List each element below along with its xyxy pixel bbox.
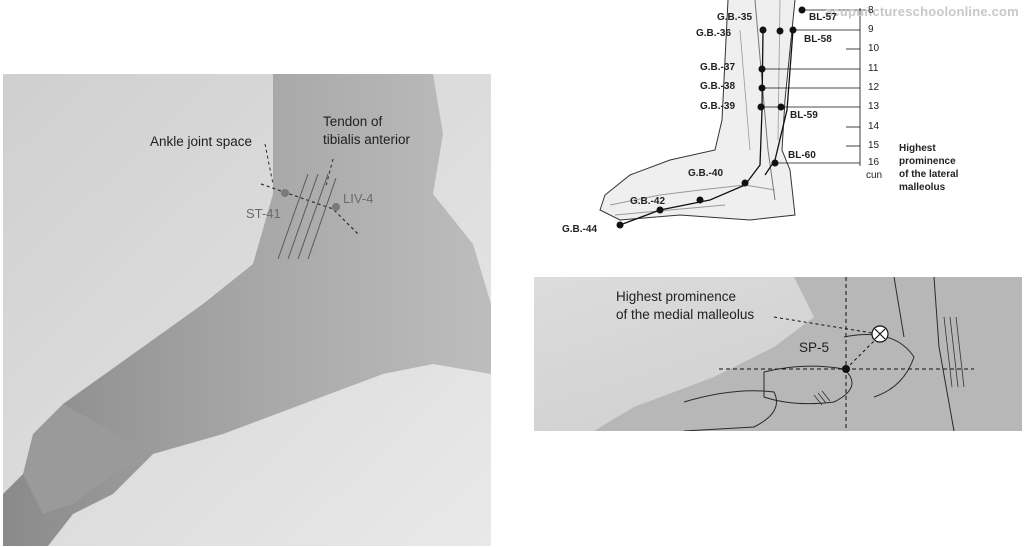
lateral-prominence-line1: Highest <box>899 143 936 154</box>
gb38-label: G.B.-38 <box>700 81 736 92</box>
ankle-joint-space-label: Ankle joint space <box>150 134 253 149</box>
cun-15: 15 <box>868 140 880 151</box>
ankle-photo-lateral: Ankle joint space Tendon of tibialis ant… <box>3 74 491 546</box>
liv4-point-marker <box>332 203 340 211</box>
gb44-label: G.B.-44 <box>562 224 598 235</box>
bl59-label: BL-59 <box>790 110 818 121</box>
bl57-label: BL-57 <box>809 12 837 23</box>
medial-ankle-illustration <box>534 277 1022 431</box>
watermark: acupunctureschoolonline.com <box>825 4 1019 19</box>
sp5-point-marker <box>842 365 850 373</box>
ankle-photo-illustration <box>3 74 491 546</box>
bl58-label: BL-58 <box>804 34 832 45</box>
gb35-label: G.B.-35 <box>717 12 753 23</box>
tendon-label-line2: tibialis anterior <box>323 132 411 147</box>
ankle-photo-medial: Highest prominence of the medial malleol… <box>534 277 1022 431</box>
cun-11: 11 <box>868 63 879 74</box>
cun-10: 10 <box>868 43 880 54</box>
tendon-label-line1: Tendon of <box>323 114 383 129</box>
cun-8: 8 <box>868 5 874 16</box>
gb42-label: G.B.-42 <box>630 196 666 207</box>
lateral-prominence-line4: malleolus <box>899 182 946 193</box>
bl60-label: BL-60 <box>788 150 816 161</box>
lateral-leg-diagram: acupunctureschoolonline.com G.B.-35 G.B.… <box>550 0 1025 245</box>
cun-16: 16 <box>868 157 880 168</box>
sp5-label: SP-5 <box>799 340 830 355</box>
gb37-label: G.B.-37 <box>700 62 736 73</box>
cun-unit: cun <box>866 170 883 181</box>
cun-14: 14 <box>868 121 880 132</box>
medial-prominence-line2: of the medial malleolus <box>616 307 755 322</box>
st41-label: ST-41 <box>246 206 281 221</box>
cun-13: 13 <box>868 101 880 112</box>
lateral-leg-drawing <box>599 0 865 229</box>
liv4-label: LIV-4 <box>343 191 374 206</box>
lateral-prominence-line2: prominence <box>899 156 956 167</box>
gb39-label: G.B.-39 <box>700 101 736 112</box>
gb36-label: G.B.-36 <box>696 28 732 39</box>
cun-9: 9 <box>868 24 874 35</box>
lateral-prominence-line3: of the lateral <box>899 169 959 180</box>
gb40-label: G.B.-40 <box>688 168 724 179</box>
st41-point-marker <box>281 189 289 197</box>
medial-prominence-line1: Highest prominence <box>616 289 737 304</box>
cun-12: 12 <box>868 82 880 93</box>
